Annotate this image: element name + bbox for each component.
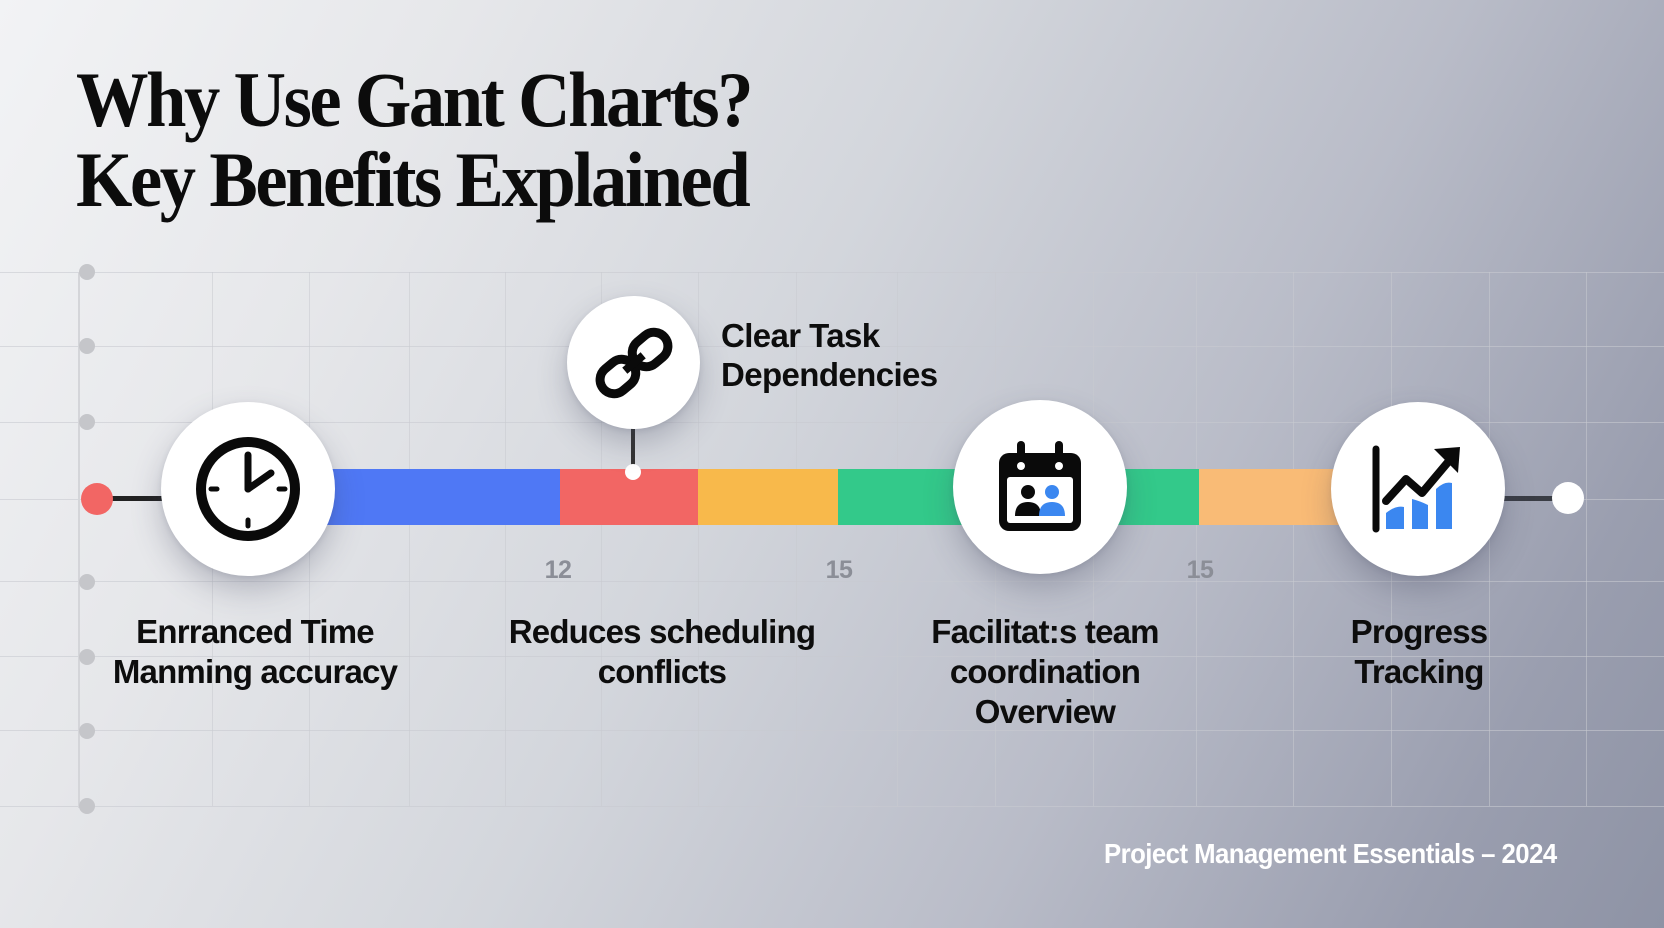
footer-caption: Project Management Essentials – 2024 xyxy=(1104,838,1557,869)
benefit-node-team xyxy=(953,400,1127,574)
axis-dot xyxy=(79,338,95,354)
end-connector xyxy=(1500,496,1556,501)
tick-label: 12 xyxy=(544,556,572,584)
dependency-connector xyxy=(631,425,635,469)
grid-line xyxy=(1196,272,1197,806)
grid-line xyxy=(698,272,699,806)
label-line: Facilitat:s team xyxy=(931,613,1159,650)
axis-dot xyxy=(79,414,95,430)
calendar-team-icon xyxy=(999,441,1081,531)
benefit-label-team: Facilitat:s team coordination Overview xyxy=(931,612,1159,732)
grid-line xyxy=(0,346,1664,347)
bar-segment-blue xyxy=(320,469,560,525)
grid-line xyxy=(1489,272,1490,806)
bar-segment-light-orange xyxy=(1199,469,1339,525)
label-line: Clear Task xyxy=(721,317,880,354)
label-line: Progress xyxy=(1350,613,1488,650)
grid-line xyxy=(1293,272,1294,806)
axis-dot xyxy=(79,798,95,814)
label-line: Overview xyxy=(974,693,1116,730)
grid-line xyxy=(0,422,1664,423)
title-line-2: Key Benefits Explained xyxy=(76,136,751,223)
tick-label: 15 xyxy=(1186,556,1214,584)
clock-icon xyxy=(196,437,300,541)
grid-line xyxy=(1586,272,1587,806)
benefit-label-scheduling: Reduces scheduling conflicts xyxy=(509,612,816,692)
benefit-node-dependencies xyxy=(567,296,700,429)
bar-segment-yellow xyxy=(698,469,838,525)
grid-line xyxy=(601,272,602,806)
grid-line xyxy=(0,272,1664,273)
grid-line xyxy=(897,272,898,806)
label-line: Dependencies xyxy=(721,356,938,393)
grid-line xyxy=(505,272,506,806)
axis-dot xyxy=(79,723,95,739)
label-line: Tracking xyxy=(1354,653,1484,690)
benefit-label-progress: Progress Tracking xyxy=(1351,612,1488,692)
label-line: Reduces scheduling xyxy=(508,613,816,650)
dependency-pin-dot xyxy=(625,464,641,480)
label-line: conflicts xyxy=(597,653,727,690)
axis-dot xyxy=(79,264,95,280)
start-connector xyxy=(108,496,168,501)
page-title: Why Use Gant Charts? Key Benefits Explai… xyxy=(76,56,753,223)
grid-line xyxy=(796,272,797,806)
benefit-label-dependencies: Clear Task Dependencies xyxy=(721,316,938,394)
vertical-axis xyxy=(78,272,80,808)
chart-growth-icon xyxy=(1372,445,1460,533)
label-line: Enrranced Time xyxy=(136,613,374,650)
axis-dot xyxy=(79,649,95,665)
axis-dot xyxy=(79,574,95,590)
grid-line xyxy=(0,656,1664,657)
timeline-start-dot xyxy=(81,483,113,515)
benefit-label-time: Enrranced Time Manming accuracy xyxy=(112,612,398,692)
link-chain-icon xyxy=(595,327,672,398)
grid-line xyxy=(0,581,1664,582)
tick-label: 15 xyxy=(825,556,853,584)
label-line: Manming accuracy xyxy=(112,653,398,690)
title-line-1: Why Use Gant Charts? xyxy=(76,56,753,143)
label-line: coordination xyxy=(949,653,1141,690)
timeline-end-dot xyxy=(1552,482,1584,514)
grid-line xyxy=(0,730,1664,731)
benefit-node-time xyxy=(161,402,335,576)
benefit-node-progress xyxy=(1331,402,1505,576)
grid-line xyxy=(0,806,1664,807)
grid-line xyxy=(409,272,410,806)
